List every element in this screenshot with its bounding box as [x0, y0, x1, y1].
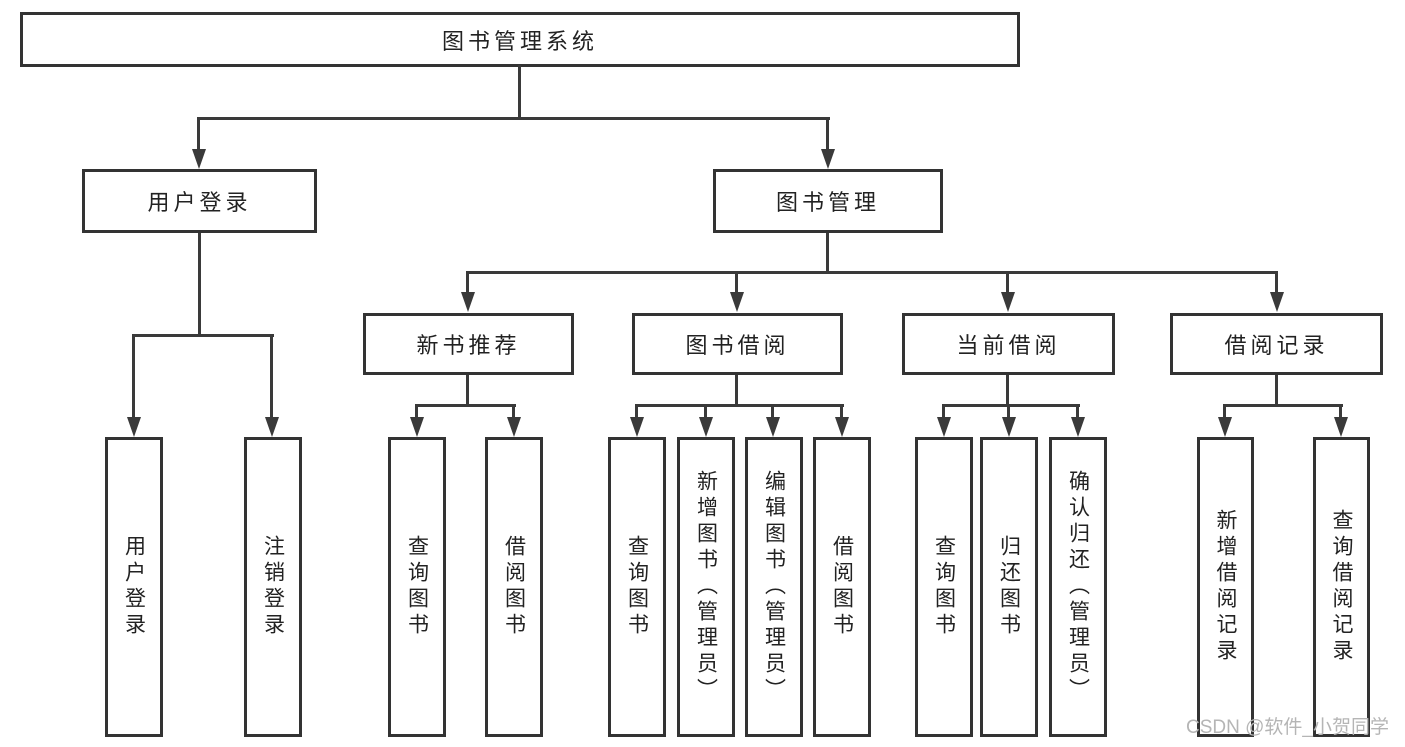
connector-arrow-new-books — [460, 272, 475, 312]
node-user-login-label: 用户登录 — [147, 190, 252, 215]
connector-br-stem — [1275, 375, 1278, 406]
node-root: 图书管理系统 — [20, 12, 1020, 67]
connector-arrow-leaf-user-login — [126, 335, 141, 437]
connector-arrow-book-borrow — [729, 272, 744, 312]
node-borrow-records-label: 借阅记录 — [1224, 333, 1329, 358]
leaf-bb-borrow-books-label: 借阅图书 — [830, 535, 854, 639]
connector-arrow-leaf-logout — [264, 335, 279, 437]
connector-arrow-br-query — [1333, 406, 1348, 437]
node-borrow-records: 借阅记录 — [1170, 313, 1383, 375]
leaf-bb-edit-books-admin-label: 编辑图书（管理员） — [762, 470, 786, 704]
leaf-bb-query-books: 查询图书 — [608, 437, 666, 737]
node-user-login: 用户登录 — [82, 169, 317, 233]
connector-arrow-nb-query — [409, 406, 424, 437]
connector-cb-stem — [1006, 375, 1009, 406]
node-current-borrow: 当前借阅 — [902, 313, 1115, 375]
leaf-br-add-record-label: 新增借阅记录 — [1214, 509, 1237, 665]
connector-mgmt-stem — [826, 233, 829, 273]
leaf-bb-add-books-admin: 新增图书（管理员） — [677, 437, 735, 737]
leaf-cb-confirm-return-admin: 确认归还（管理员） — [1049, 437, 1107, 737]
csdn-watermark: CSDN @软件_小贺同学 — [1186, 717, 1389, 738]
connector-nb-stem — [466, 375, 469, 406]
leaf-user-login-label: 用户登录 — [122, 535, 146, 639]
leaf-cb-query-books: 查询图书 — [915, 437, 973, 737]
leaf-bb-query-books-label: 查询图书 — [625, 535, 649, 639]
connector-arrow-borrow-records — [1269, 272, 1284, 312]
connector-arrow-cb-query — [936, 406, 951, 437]
leaf-cb-return-books-label: 归还图书 — [997, 535, 1021, 639]
connector-arrow-bb-query — [629, 406, 644, 437]
connector-cb-bar — [942, 404, 1080, 407]
node-current-borrow-label: 当前借阅 — [956, 333, 1061, 358]
node-new-books: 新书推荐 — [363, 313, 574, 375]
connector-arrow-cb-confirm — [1070, 406, 1085, 437]
leaf-cb-query-books-label: 查询图书 — [932, 535, 956, 639]
node-book-mgmt-label: 图书管理 — [775, 190, 880, 215]
connector-arrow-current-borrow — [1000, 272, 1015, 312]
connector-br-bar — [1223, 404, 1343, 407]
leaf-cb-confirm-return-admin-label: 确认归还（管理员） — [1066, 470, 1090, 704]
connector-arrow-bb-add — [698, 406, 713, 437]
leaf-logout: 注销登录 — [244, 437, 302, 737]
node-root-label: 图书管理系统 — [441, 28, 598, 54]
connector-arrow-cb-return — [1001, 406, 1016, 437]
connector-bb-bar — [635, 404, 844, 407]
leaf-br-query-record: 查询借阅记录 — [1313, 437, 1370, 737]
connector-arrow-bb-borrow — [834, 406, 849, 437]
node-book-mgmt: 图书管理 — [713, 169, 943, 233]
leaf-nb-query-books-label: 查询图书 — [405, 535, 429, 639]
leaf-cb-return-books: 归还图书 — [980, 437, 1038, 737]
connector-bb-stem — [735, 375, 738, 406]
connector-mgmt-bar — [466, 271, 1278, 274]
leaf-user-login: 用户登录 — [105, 437, 163, 737]
leaf-br-add-record: 新增借阅记录 — [1197, 437, 1254, 737]
node-new-books-label: 新书推荐 — [416, 333, 521, 358]
leaf-br-query-record-label: 查询借阅记录 — [1330, 509, 1353, 665]
leaf-bb-edit-books-admin: 编辑图书（管理员） — [745, 437, 803, 737]
leaf-nb-query-books: 查询图书 — [388, 437, 446, 737]
connector-login-stem — [198, 233, 201, 336]
leaf-bb-add-books-admin-label: 新增图书（管理员） — [694, 470, 718, 704]
connector-arrow-br-add — [1217, 406, 1232, 437]
connector-arrow-book-mgmt — [820, 118, 835, 169]
connector-arrow-nb-borrow — [506, 406, 521, 437]
leaf-logout-label: 注销登录 — [261, 535, 285, 639]
leaf-nb-borrow-books-label: 借阅图书 — [502, 535, 526, 639]
connector-root-bar — [197, 117, 830, 120]
connector-arrow-bb-edit — [765, 406, 780, 437]
connector-login-bar — [132, 334, 274, 337]
node-book-borrow-label: 图书借阅 — [685, 333, 790, 358]
leaf-nb-borrow-books: 借阅图书 — [485, 437, 543, 737]
node-book-borrow: 图书借阅 — [632, 313, 843, 375]
connector-nb-bar — [415, 404, 516, 407]
connector-arrow-user-login — [191, 118, 206, 169]
connector-root-stem — [518, 65, 521, 118]
leaf-bb-borrow-books: 借阅图书 — [813, 437, 871, 737]
